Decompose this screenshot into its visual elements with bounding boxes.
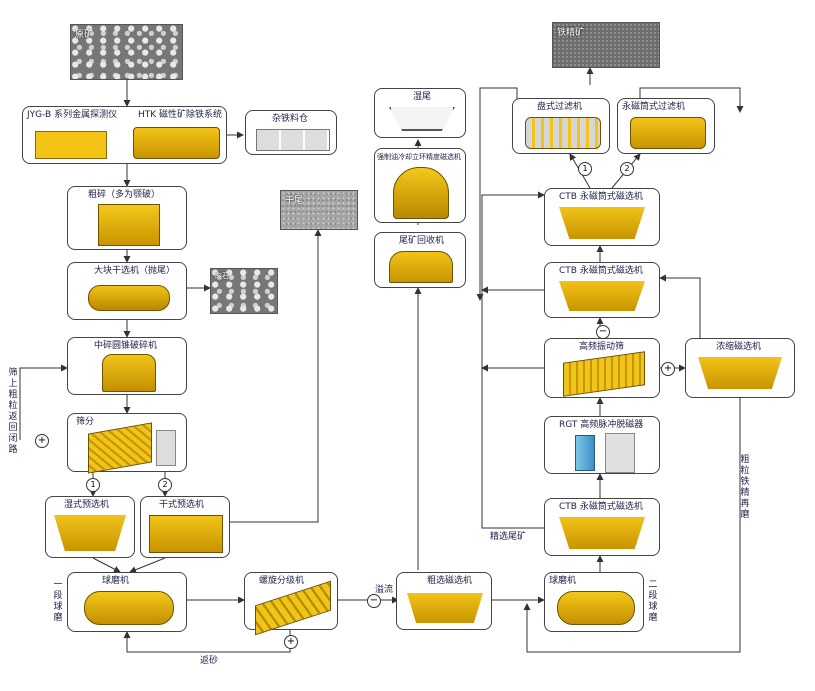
dry-separator-machine bbox=[88, 285, 170, 311]
raw-ore-label: 原矿 bbox=[75, 30, 94, 40]
iron-concentrate-image: 铁精矿 bbox=[552, 22, 660, 68]
metal-detector-machine bbox=[35, 131, 107, 159]
ball-mill-1-box: 球磨机 bbox=[67, 572, 187, 632]
rough-separator-box: 粗选磁选机 bbox=[396, 572, 492, 630]
spiral-classifier-machine bbox=[255, 580, 331, 636]
ctb-2-machine bbox=[559, 281, 645, 311]
ball-mill-2-machine bbox=[557, 591, 635, 625]
screening-label: 筛分 bbox=[76, 417, 95, 427]
plus-marker-screening: + bbox=[35, 434, 49, 448]
ctb-1-machine bbox=[559, 517, 645, 549]
plus-marker-return: + bbox=[284, 635, 298, 649]
drum-filter-label: 永磁筒式过滤机 bbox=[622, 102, 686, 112]
dry-tailings-label: 干尾 bbox=[285, 196, 304, 206]
thickening-box: 浓缩磁选机 bbox=[685, 338, 795, 398]
concentration-tailings-label: 精选尾矿 bbox=[490, 532, 527, 542]
demag-cabinet bbox=[605, 433, 635, 473]
screening-box: 筛分 bbox=[67, 413, 187, 474]
wet-presep-machine bbox=[54, 515, 126, 551]
plus-marker-thickening: + bbox=[661, 362, 675, 376]
spiral-classifier-label: 螺旋分级机 bbox=[259, 576, 305, 586]
oversize-return-note: 筛上粗粒返回闭路 bbox=[8, 368, 18, 455]
ctb-1-label: CTB 永磁筒式磁选机 bbox=[559, 502, 643, 512]
rough-separator-machine bbox=[407, 593, 483, 623]
scrap-bin-box: 杂铁料仓 bbox=[245, 110, 337, 155]
disc-filter-machine bbox=[525, 117, 601, 149]
spiral-classifier-box: 螺旋分级机 bbox=[244, 572, 338, 636]
wet-presep-label: 湿式预选机 bbox=[64, 500, 110, 510]
ctb-3-machine bbox=[559, 207, 645, 239]
thickening-machine bbox=[698, 357, 782, 389]
jaw-crusher-machine bbox=[98, 204, 160, 246]
pulse-demag-label: RGT 高频脉冲脱磁器 bbox=[559, 420, 644, 430]
cone-crusher-box: 中碎圆锥破碎机 bbox=[67, 337, 187, 395]
dry-tailings-image: 干尾 bbox=[280, 190, 358, 230]
hf-screen-label: 高频振动筛 bbox=[579, 342, 625, 352]
vertical-ring-box: 强制油冷却立环精度磁选机 bbox=[374, 148, 466, 223]
coarse-crush-box: 粗碎（多为颚破） bbox=[67, 186, 187, 250]
thickening-label: 浓缩磁选机 bbox=[716, 342, 762, 352]
wet-presep-box: 湿式预选机 bbox=[45, 496, 135, 558]
minus-marker-ctb2: − bbox=[596, 325, 610, 339]
waste-rock-image: 废石 bbox=[210, 268, 278, 314]
waste-rock-label: 废石 bbox=[215, 272, 229, 280]
dry-presep-box: 干式预选机 bbox=[140, 496, 230, 558]
ctb-3-box: CTB 永磁筒式磁选机 bbox=[544, 188, 660, 246]
ctb-1-box: CTB 永磁筒式磁选机 bbox=[544, 498, 660, 556]
coarse-crush-label: 粗碎（多为颚破） bbox=[88, 190, 161, 200]
vertical-ring-label: 强制油冷却立环精度磁选机 bbox=[377, 153, 461, 161]
wet-tailings-label: 湿尾 bbox=[413, 92, 432, 102]
ball-mill-1-machine bbox=[84, 591, 174, 625]
dry-presep-machine bbox=[149, 515, 223, 553]
wet-tailings-box: 湿尾 bbox=[374, 88, 466, 138]
dry-presep-label: 干式预选机 bbox=[159, 500, 205, 510]
ctb-2-label: CTB 永磁筒式磁选机 bbox=[559, 266, 643, 276]
demag-coil bbox=[575, 435, 595, 471]
ball-mill-1-label: 球磨机 bbox=[102, 576, 130, 586]
iron-remover-label: HTK 磁性矿除铁系统 bbox=[138, 110, 223, 120]
drum-filter-machine bbox=[630, 117, 706, 149]
overflow-label: 溢流 bbox=[375, 585, 394, 595]
ctb-3-label: CTB 永磁筒式磁选机 bbox=[559, 192, 643, 202]
hf-screen-machine bbox=[563, 351, 645, 397]
regrind-note: 粗粒铁精再磨 bbox=[740, 455, 750, 520]
rough-separator-label: 粗选磁选机 bbox=[427, 576, 473, 586]
hf-screen-box: 高频振动筛 bbox=[544, 338, 660, 398]
ctb-2-box: CTB 永磁筒式磁选机 bbox=[544, 262, 660, 318]
stage1-note: 一段球磨 bbox=[53, 580, 63, 623]
iron-concentrate-label: 铁精矿 bbox=[557, 28, 585, 38]
tailings-recovery-machine bbox=[389, 251, 453, 283]
control-cabinet bbox=[156, 430, 176, 466]
return-sand-label: 返砂 bbox=[200, 656, 219, 666]
ball-mill-2-label: 球磨机 bbox=[549, 576, 577, 586]
tailings-recovery-label: 尾矿回收机 bbox=[399, 236, 445, 246]
vibrating-screen-machine bbox=[88, 422, 152, 474]
path-2-marker: 2 bbox=[158, 478, 172, 492]
path-1-marker: 1 bbox=[86, 478, 100, 492]
ball-mill-2-box: 球磨机 bbox=[544, 572, 644, 632]
metal-detector-label: JYG-B 系列金属探测仪 bbox=[27, 110, 118, 120]
disc-filter-label: 盘式过滤机 bbox=[537, 102, 583, 112]
cone-crusher-label: 中碎圆锥破碎机 bbox=[94, 341, 158, 351]
dry-separator-label: 大块干选机（抛尾） bbox=[94, 266, 176, 276]
wet-tailings-tank bbox=[389, 107, 455, 131]
dry-separator-box: 大块干选机（抛尾） bbox=[67, 262, 187, 320]
pulse-demag-box: RGT 高频脉冲脱磁器 bbox=[544, 416, 660, 474]
tailings-recovery-box: 尾矿回收机 bbox=[374, 232, 466, 288]
stage2-note: 二段球磨 bbox=[648, 580, 658, 623]
drum-filter-box: 永磁筒式过滤机 bbox=[617, 98, 715, 154]
scrap-bin-label: 杂铁料仓 bbox=[272, 114, 309, 124]
cone-crusher-machine bbox=[102, 354, 156, 392]
metal-detection-box: JYG-B 系列金属探测仪 HTK 磁性矿除铁系统 bbox=[22, 106, 227, 164]
disc-filter-box: 盘式过滤机 bbox=[512, 98, 610, 154]
minus-marker-overflow: − bbox=[367, 594, 381, 608]
filter-path-2-marker: 2 bbox=[620, 162, 634, 176]
raw-ore-image: 原矿 bbox=[70, 24, 183, 80]
iron-remover-machine bbox=[133, 127, 220, 159]
filter-path-1-marker: 1 bbox=[578, 162, 592, 176]
scrap-bin-tanks bbox=[256, 129, 330, 151]
vertical-ring-machine bbox=[393, 167, 449, 219]
